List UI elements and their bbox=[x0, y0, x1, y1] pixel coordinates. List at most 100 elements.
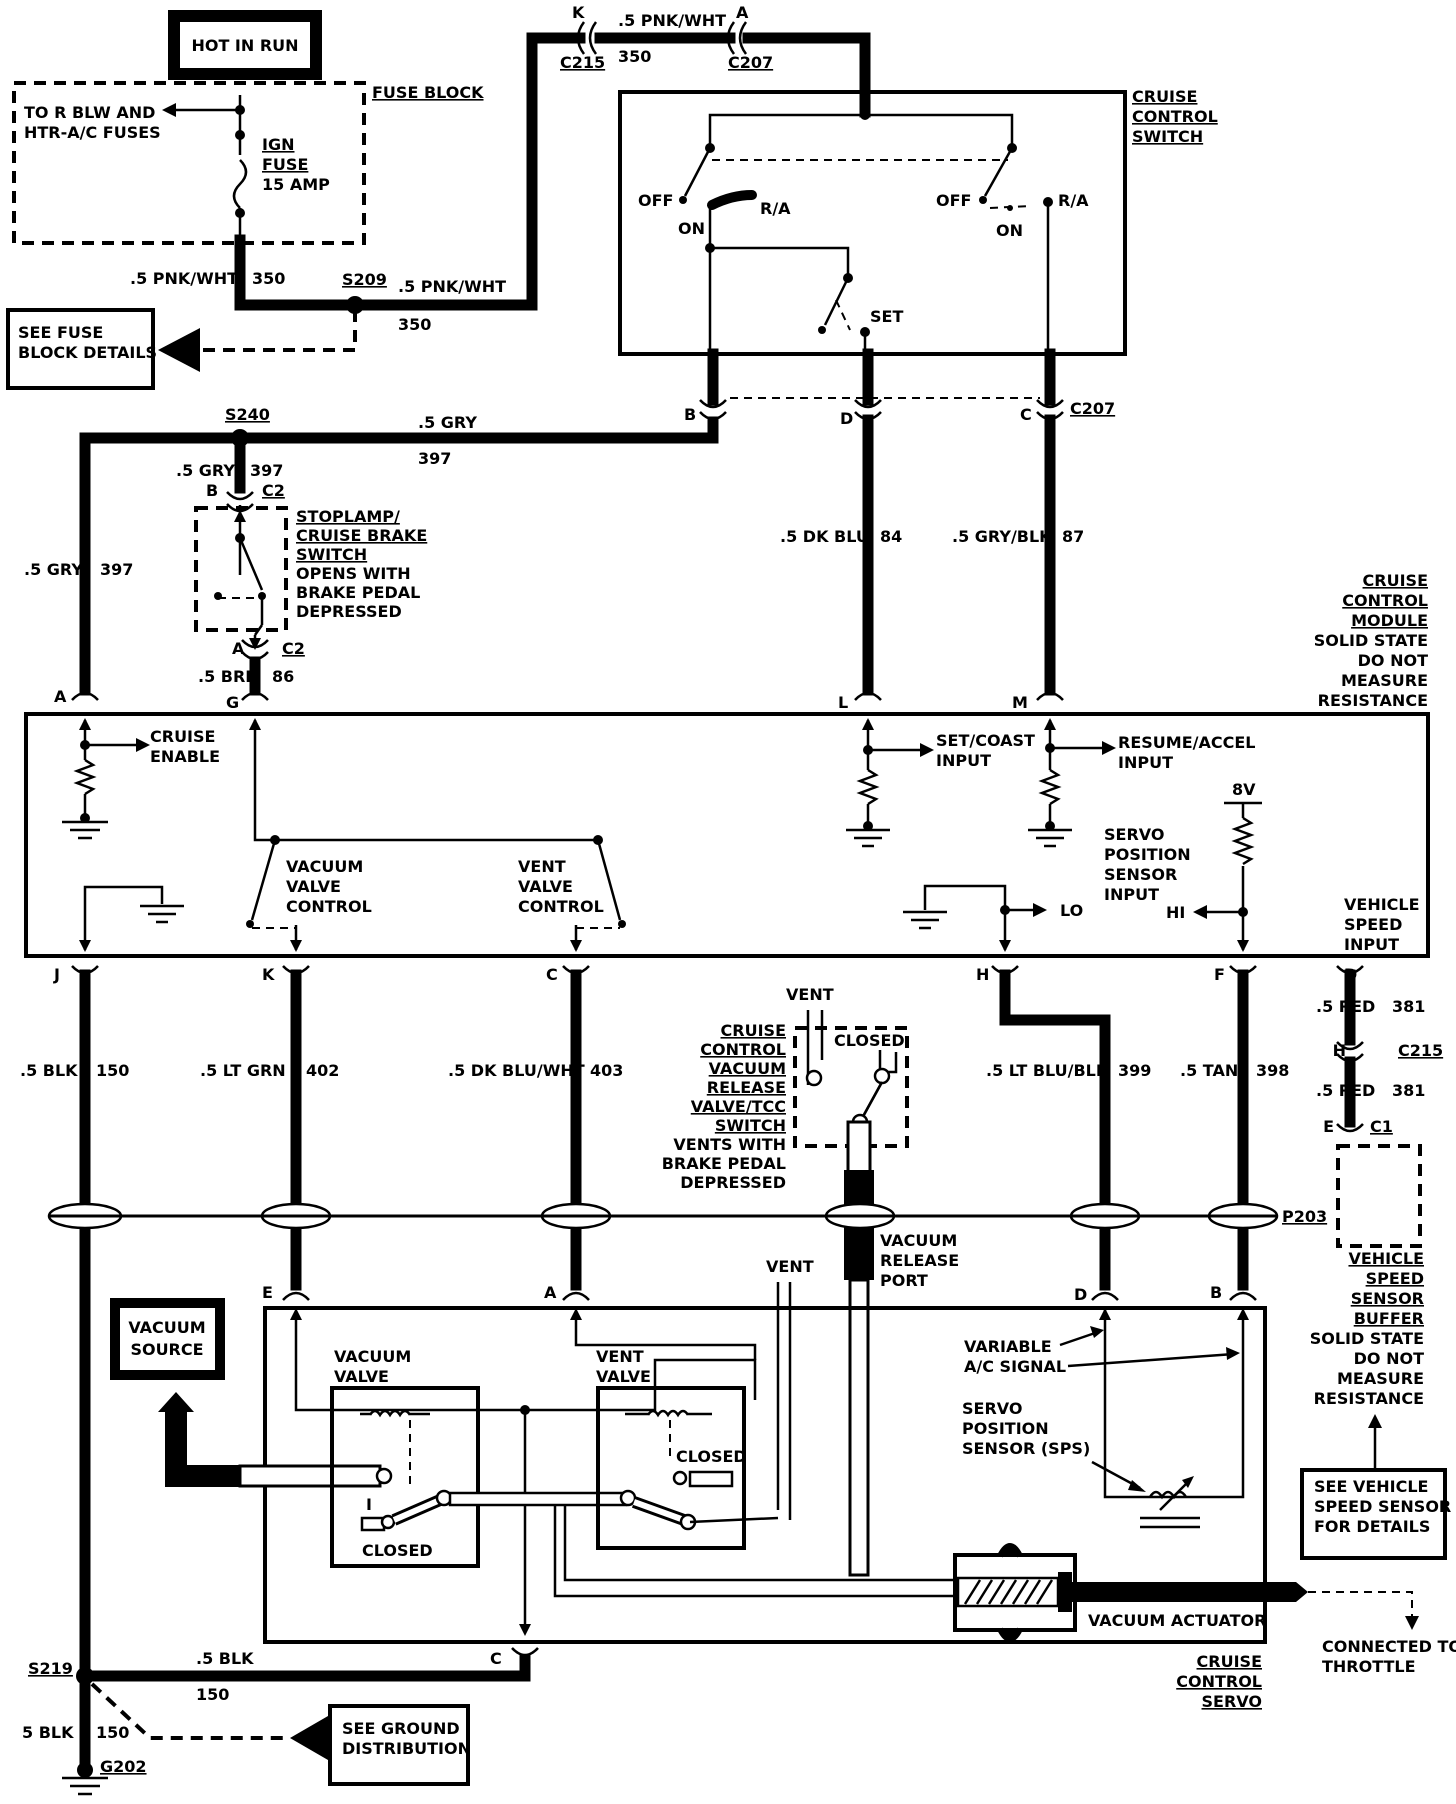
see-ground-distribution-box: SEE GROUND DISTRIBUTION bbox=[328, 1704, 471, 1786]
svg-text:RELEASE: RELEASE bbox=[880, 1251, 959, 1270]
hot-in-run-label: HOT IN RUN bbox=[191, 36, 298, 55]
svg-text:SOLID STATE: SOLID STATE bbox=[1310, 1329, 1424, 1348]
svg-text:.5 GRY: .5 GRY bbox=[176, 461, 235, 480]
svg-text:MEASURE: MEASURE bbox=[1337, 1369, 1424, 1388]
wire-number-350-2: 350 bbox=[398, 315, 431, 334]
arrow-see-ground-icon bbox=[290, 1716, 328, 1760]
svg-text:SPEED: SPEED bbox=[1366, 1269, 1424, 1288]
svg-text:K: K bbox=[262, 965, 275, 984]
svg-text:ON: ON bbox=[996, 221, 1023, 240]
svg-text:DO NOT: DO NOT bbox=[1358, 651, 1428, 670]
svg-text:CONTROL: CONTROL bbox=[518, 897, 604, 916]
svg-text:SERVO: SERVO bbox=[1104, 825, 1164, 844]
svg-text:HI: HI bbox=[1166, 903, 1185, 922]
svg-text:DO NOT: DO NOT bbox=[1354, 1349, 1424, 1368]
svg-text:CONTROL: CONTROL bbox=[286, 897, 372, 916]
svg-text:A: A bbox=[736, 3, 749, 22]
svg-text:CLOSED: CLOSED bbox=[362, 1541, 433, 1560]
svg-text:OFF: OFF bbox=[936, 191, 971, 210]
svg-text:INPUT: INPUT bbox=[1104, 885, 1159, 904]
svg-text:STOPLAMP/: STOPLAMP/ bbox=[296, 507, 400, 526]
wire-350-to-switch bbox=[742, 32, 871, 118]
svg-text:FOR DETAILS: FOR DETAILS bbox=[1314, 1517, 1430, 1536]
svg-text:CRUISE: CRUISE bbox=[721, 1021, 786, 1040]
svg-text:R/A: R/A bbox=[1058, 191, 1089, 210]
svg-text:150: 150 bbox=[196, 1685, 229, 1704]
svg-text:CLOSED: CLOSED bbox=[834, 1031, 905, 1050]
svg-text:.5 LT BLU/BLK: .5 LT BLU/BLK bbox=[986, 1061, 1109, 1080]
connector-c215-top: K C215 bbox=[560, 3, 605, 72]
svg-text:VALVE: VALVE bbox=[334, 1367, 389, 1386]
svg-text:VALVE: VALVE bbox=[596, 1367, 651, 1386]
vehicle-speed-sensor-buffer: VEHICLE SPEED SENSOR BUFFER SOLID STATE … bbox=[1310, 1144, 1424, 1408]
svg-text:86: 86 bbox=[272, 667, 294, 686]
see-fuse-block-details-box: SEE FUSE BLOCK DETAILS bbox=[6, 308, 157, 390]
stoplamp-cruise-brake-switch: B C2 A C2 STOPLAMP/ CRUISE BRAKE SWITCH … bbox=[194, 481, 427, 661]
module-bottom-connectors: J K C H F D bbox=[53, 965, 1364, 984]
svg-text:.5 GRY/BLK: .5 GRY/BLK bbox=[952, 527, 1052, 546]
svg-text:VALVE: VALVE bbox=[518, 877, 573, 896]
svg-text:B: B bbox=[1210, 1283, 1222, 1302]
wire-150-servo bbox=[79, 1654, 531, 1682]
svg-text:VARIABLE: VARIABLE bbox=[964, 1337, 1052, 1356]
svg-text:CRUISE: CRUISE bbox=[150, 727, 215, 746]
svg-text:SOLID STATE: SOLID STATE bbox=[1314, 631, 1428, 650]
svg-text:OPENS WITH: OPENS WITH bbox=[296, 564, 411, 583]
svg-text:VACUUM: VACUUM bbox=[334, 1347, 411, 1366]
svg-text:C207: C207 bbox=[1070, 399, 1115, 418]
svg-text:D: D bbox=[1074, 1285, 1087, 1304]
svg-text:8V: 8V bbox=[1232, 780, 1256, 799]
svg-text:E: E bbox=[262, 1283, 273, 1302]
svg-text:5 BLK: 5 BLK bbox=[22, 1723, 74, 1742]
svg-text:RELEASE: RELEASE bbox=[707, 1078, 786, 1097]
svg-text:POSITION: POSITION bbox=[1104, 845, 1191, 864]
svg-text:C1: C1 bbox=[1370, 1117, 1393, 1136]
svg-text:VENT: VENT bbox=[518, 857, 566, 876]
actuator-hatch bbox=[963, 1579, 1054, 1605]
svg-text:SET/COAST: SET/COAST bbox=[936, 731, 1035, 750]
see-vehicle-speed-sensor-box: SEE VEHICLE SPEED SENSOR FOR DETAILS bbox=[1300, 1468, 1451, 1560]
svg-text:C: C bbox=[490, 1649, 502, 1668]
svg-text:.5 GRY: .5 GRY bbox=[24, 560, 83, 579]
svg-text:H: H bbox=[976, 965, 989, 984]
svg-text:A: A bbox=[54, 687, 67, 706]
arrow-down-icon bbox=[1405, 1616, 1419, 1630]
svg-text:POSITION: POSITION bbox=[962, 1419, 1049, 1438]
svg-text:SEE GROUND: SEE GROUND bbox=[342, 1719, 460, 1738]
svg-text:BUFFER: BUFFER bbox=[1354, 1309, 1424, 1328]
svg-text:LO: LO bbox=[1060, 901, 1083, 920]
cruise-control-module-label: CRUISE CONTROL MODULE SOLID STATE DO NOT… bbox=[1314, 571, 1428, 710]
arrow-see-fuse-icon bbox=[158, 328, 200, 372]
svg-text:DEPRESSED: DEPRESSED bbox=[296, 602, 402, 621]
svg-text:SERVO: SERVO bbox=[1202, 1692, 1262, 1711]
svg-text:SPEED SENSOR: SPEED SENSOR bbox=[1314, 1497, 1451, 1516]
svg-text:C: C bbox=[1020, 405, 1032, 424]
svg-text:VENT: VENT bbox=[786, 985, 834, 1004]
svg-text:B: B bbox=[684, 405, 696, 424]
connector-c207-top: A C207 bbox=[726, 3, 773, 72]
svg-text:CONTROL: CONTROL bbox=[1342, 591, 1428, 610]
svg-text:VENTS WITH: VENTS WITH bbox=[673, 1135, 786, 1154]
svg-text:C2: C2 bbox=[262, 481, 285, 500]
svg-text:SWITCH: SWITCH bbox=[1132, 127, 1203, 146]
to-fuses-label-1: TO R BLW AND bbox=[24, 103, 155, 122]
connector-c207-switch: B D C C207 bbox=[684, 348, 1115, 428]
svg-text:CRUISE: CRUISE bbox=[1363, 571, 1428, 590]
svg-text:403: 403 bbox=[590, 1061, 623, 1080]
svg-text:VENT: VENT bbox=[596, 1347, 644, 1366]
svg-text:VACUUM: VACUUM bbox=[709, 1059, 786, 1078]
wire-label-pnk-wht-3: .5 PNK/WHT bbox=[618, 11, 726, 30]
svg-text:DISTRIBUTION: DISTRIBUTION bbox=[342, 1739, 471, 1758]
svg-text:397: 397 bbox=[418, 449, 451, 468]
cruise-control-switch: CRUISE CONTROL SWITCH OFF R/A ON SET OFF… bbox=[618, 87, 1218, 375]
cruise-control-servo: E A D B CRUISE CONTROL SERVO VENT VACUUM… bbox=[110, 1257, 1456, 1711]
svg-text:MEASURE: MEASURE bbox=[1341, 671, 1428, 690]
svg-text:.5 TAN: .5 TAN bbox=[1180, 1061, 1238, 1080]
svg-text:CLOSED: CLOSED bbox=[676, 1447, 747, 1466]
svg-text:VACUUM ACTUATOR: VACUUM ACTUATOR bbox=[1088, 1611, 1266, 1630]
svg-text:.5 GRY: .5 GRY bbox=[418, 413, 477, 432]
svg-text:C207: C207 bbox=[728, 53, 773, 72]
svg-text:R/A: R/A bbox=[760, 199, 791, 218]
svg-text:381: 381 bbox=[1392, 997, 1425, 1016]
svg-text:.5 DK BLU/WHT: .5 DK BLU/WHT bbox=[448, 1061, 585, 1080]
